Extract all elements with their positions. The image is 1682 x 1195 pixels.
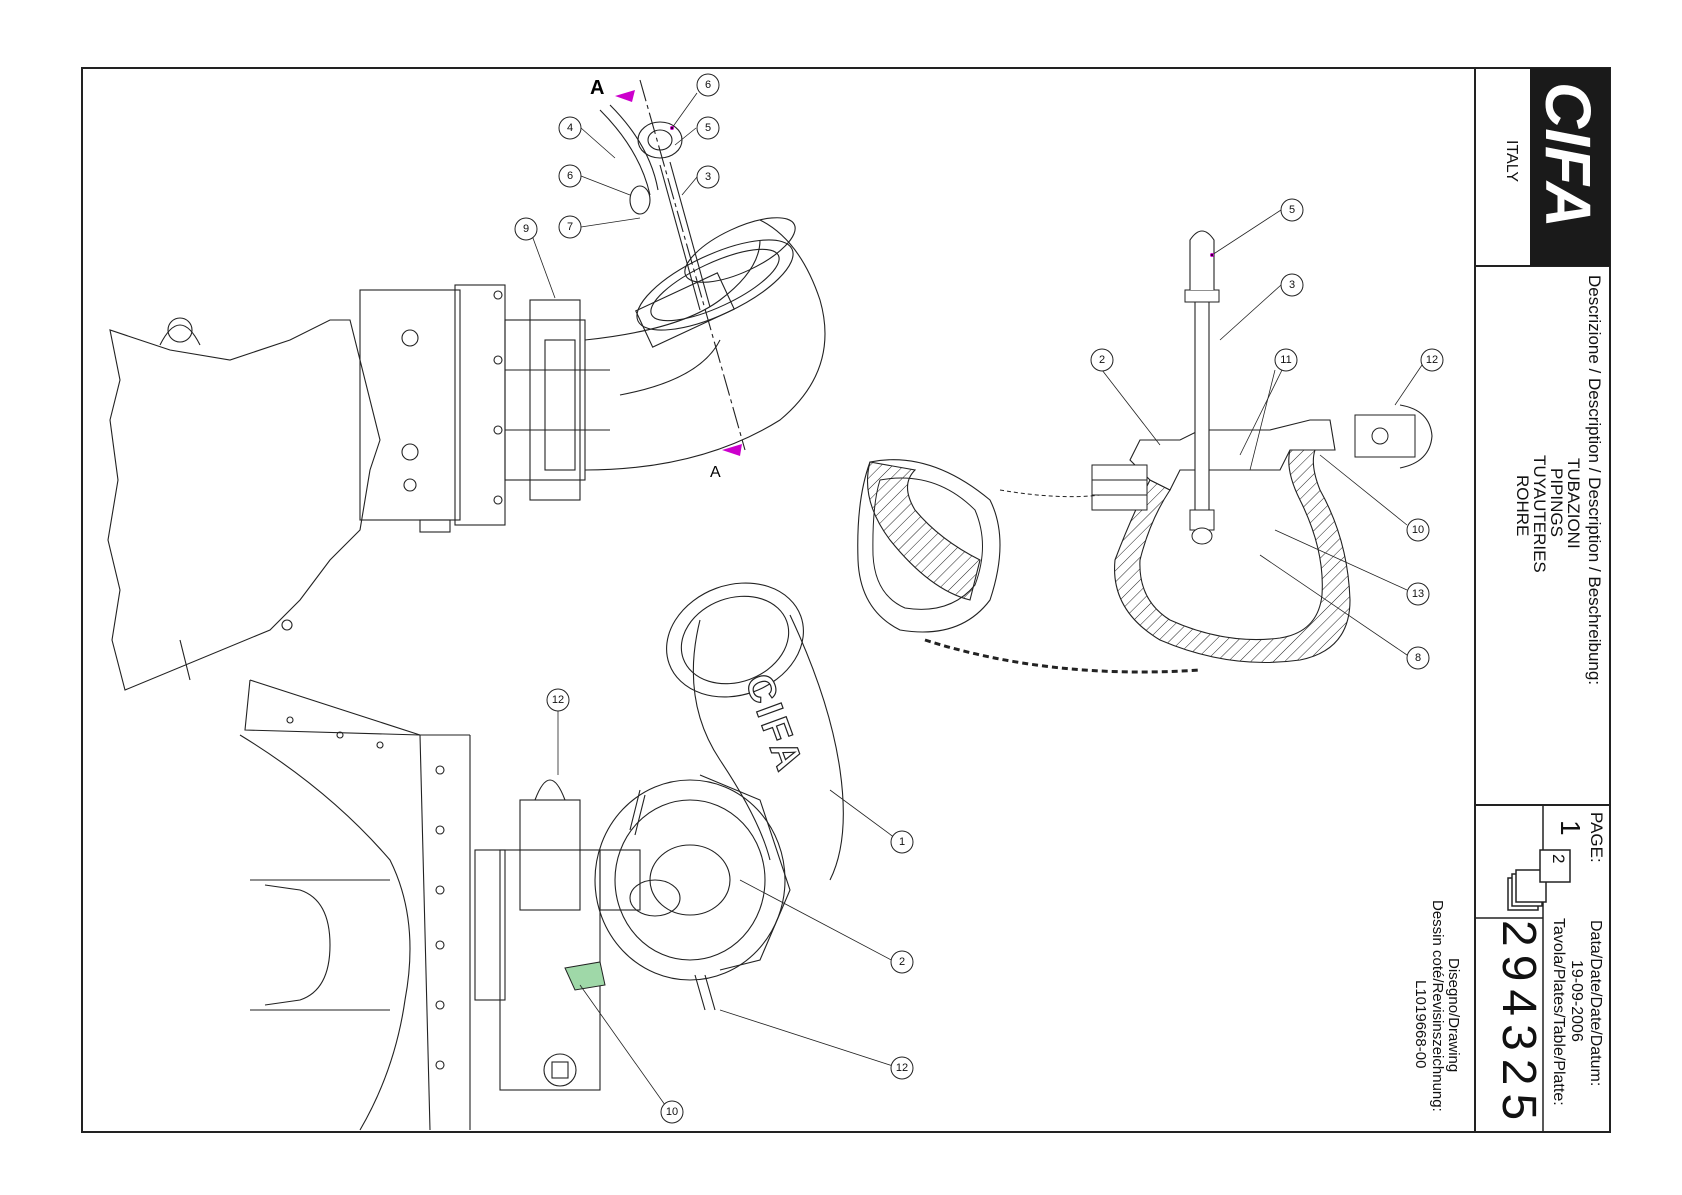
seal-highlight	[564, 961, 606, 991]
callout-4a: 4	[558, 116, 582, 140]
svg-text:11: 11	[1280, 354, 1291, 366]
page-label: PAGE:	[1587, 812, 1606, 863]
svg-text:3: 3	[1289, 279, 1295, 291]
callout-12c: 12	[546, 688, 570, 712]
svg-text:6: 6	[567, 170, 573, 182]
right-section-view	[857, 230, 1433, 674]
callout-13: 13	[1406, 582, 1430, 606]
svg-text:10: 10	[1412, 524, 1424, 536]
svg-text:5: 5	[705, 122, 711, 134]
callout-2c: 2	[890, 950, 914, 974]
description-label: Descrizione / Description / Description …	[1585, 275, 1604, 686]
callout-8: 8	[1406, 646, 1430, 670]
sheet-frame	[81, 67, 1611, 1133]
svg-text:7: 7	[567, 221, 573, 233]
date-value: 19-09-2006	[1568, 960, 1585, 1042]
plate-number-main: 29432	[1492, 920, 1545, 1094]
svg-text:6: 6	[705, 79, 711, 91]
page-current: 1	[1555, 820, 1586, 836]
description-line-en: PIPINGS	[1547, 468, 1566, 537]
description-line-it: TUBAZIONI	[1564, 458, 1583, 549]
callout-12b: 12	[1420, 348, 1444, 372]
description-line-fr: TUYAUTERIES	[1530, 455, 1549, 573]
callout-leaders	[529, 92, 1423, 1113]
section-arrow-bottom	[722, 444, 742, 456]
svg-text:5: 5	[1289, 204, 1295, 216]
svg-text:1: 1	[899, 836, 905, 848]
callout-2b: 2	[1090, 348, 1114, 372]
callout-9: 9	[514, 217, 538, 241]
callout-10c: 10	[660, 1100, 684, 1124]
section-label-bottom: A	[710, 464, 721, 481]
callout-3b: 3	[1280, 273, 1304, 297]
svg-text:12: 12	[896, 1062, 908, 1074]
section-label-top: A	[590, 77, 604, 99]
callout-11: 11	[1274, 348, 1298, 372]
callout-6a: 6	[696, 73, 720, 97]
svg-text:2: 2	[1099, 354, 1105, 366]
callout-5b: 5	[1280, 198, 1304, 222]
svg-text:10: 10	[666, 1106, 678, 1118]
page-stack-icon	[1507, 849, 1571, 911]
pipe-lettering: CIFA	[737, 669, 812, 780]
drawing-label-2: Dessin coté/Revisinszeichnung:	[1429, 900, 1446, 1112]
svg-text:4: 4	[567, 122, 573, 134]
callout-12d: 12	[890, 1056, 914, 1080]
description-line-de: ROHRE	[1513, 475, 1532, 537]
svg-text:8: 8	[1415, 652, 1421, 664]
callouts-bottom: 12 1 2 12 10	[546, 688, 914, 1124]
svg-text:3: 3	[705, 171, 711, 183]
callout-7: 7	[558, 215, 582, 239]
plate-number: 294325	[1491, 920, 1546, 1128]
callout-6b: 6	[558, 164, 582, 188]
callouts-top-left: 6 5 4 6 3 9 7	[514, 73, 720, 241]
svg-text:2: 2	[899, 956, 905, 968]
section-arrow-top	[615, 90, 635, 102]
svg-text:13: 13	[1412, 588, 1424, 600]
plate-label: Tavola/Plates/Table/Platte:	[1550, 918, 1567, 1106]
callouts-right: 5 3 2 11 12 10 13 8	[1090, 198, 1444, 670]
plate-number-last: 5	[1492, 1093, 1545, 1129]
country-label: ITALY	[1503, 140, 1520, 183]
callout-1: 1	[890, 830, 914, 854]
top-left-assembly	[107, 79, 826, 691]
drawing-label-1: Disegno/Drawing	[1445, 958, 1462, 1073]
svg-text:12: 12	[1426, 354, 1438, 366]
callout-tips	[670, 126, 1214, 257]
svg-text:12: 12	[552, 694, 564, 706]
callout-3a: 3	[696, 165, 720, 189]
date-label: Data/Date/Date/Datum:	[1587, 920, 1604, 1087]
callout-10b: 10	[1406, 518, 1430, 542]
callout-5a: 5	[696, 116, 720, 140]
page-total: 2	[1549, 854, 1568, 864]
drawing-code: L1019668-00	[1412, 980, 1429, 1069]
bottom-assembly	[239, 582, 844, 1131]
logo-block	[1530, 68, 1610, 266]
cifa-logo: CIFA	[1532, 82, 1604, 228]
svg-text:9: 9	[523, 223, 529, 235]
